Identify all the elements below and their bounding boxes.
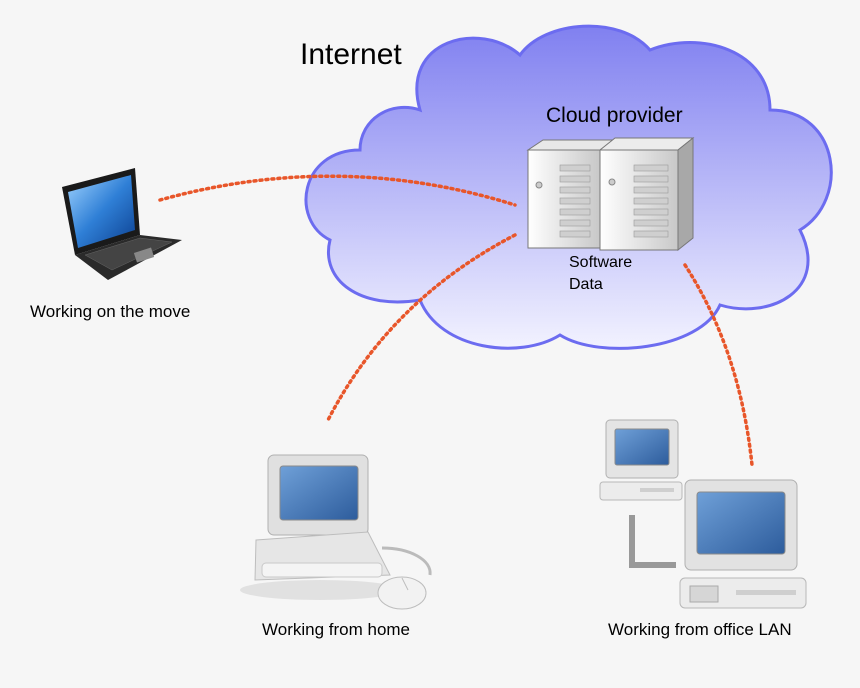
internet-label: Internet [300, 38, 402, 71]
connection-home [326, 233, 517, 422]
server-icon [526, 136, 695, 252]
office-computer-icon [599, 419, 807, 609]
connections [158, 174, 754, 467]
connection-office [683, 263, 754, 467]
mouse-icon [377, 546, 432, 610]
desktop-computer-icon [240, 454, 400, 600]
node-label-home: Working from home [262, 620, 411, 639]
node-label-move: Working on the move [30, 302, 191, 321]
server-software-label: Software [569, 254, 633, 271]
node-label-office: Working from office LAN [608, 620, 792, 639]
server-data-label: Data [569, 276, 603, 293]
cloud-provider-label: Cloud provider [546, 104, 683, 127]
laptop-icon [62, 168, 182, 280]
connection-move [158, 174, 517, 207]
